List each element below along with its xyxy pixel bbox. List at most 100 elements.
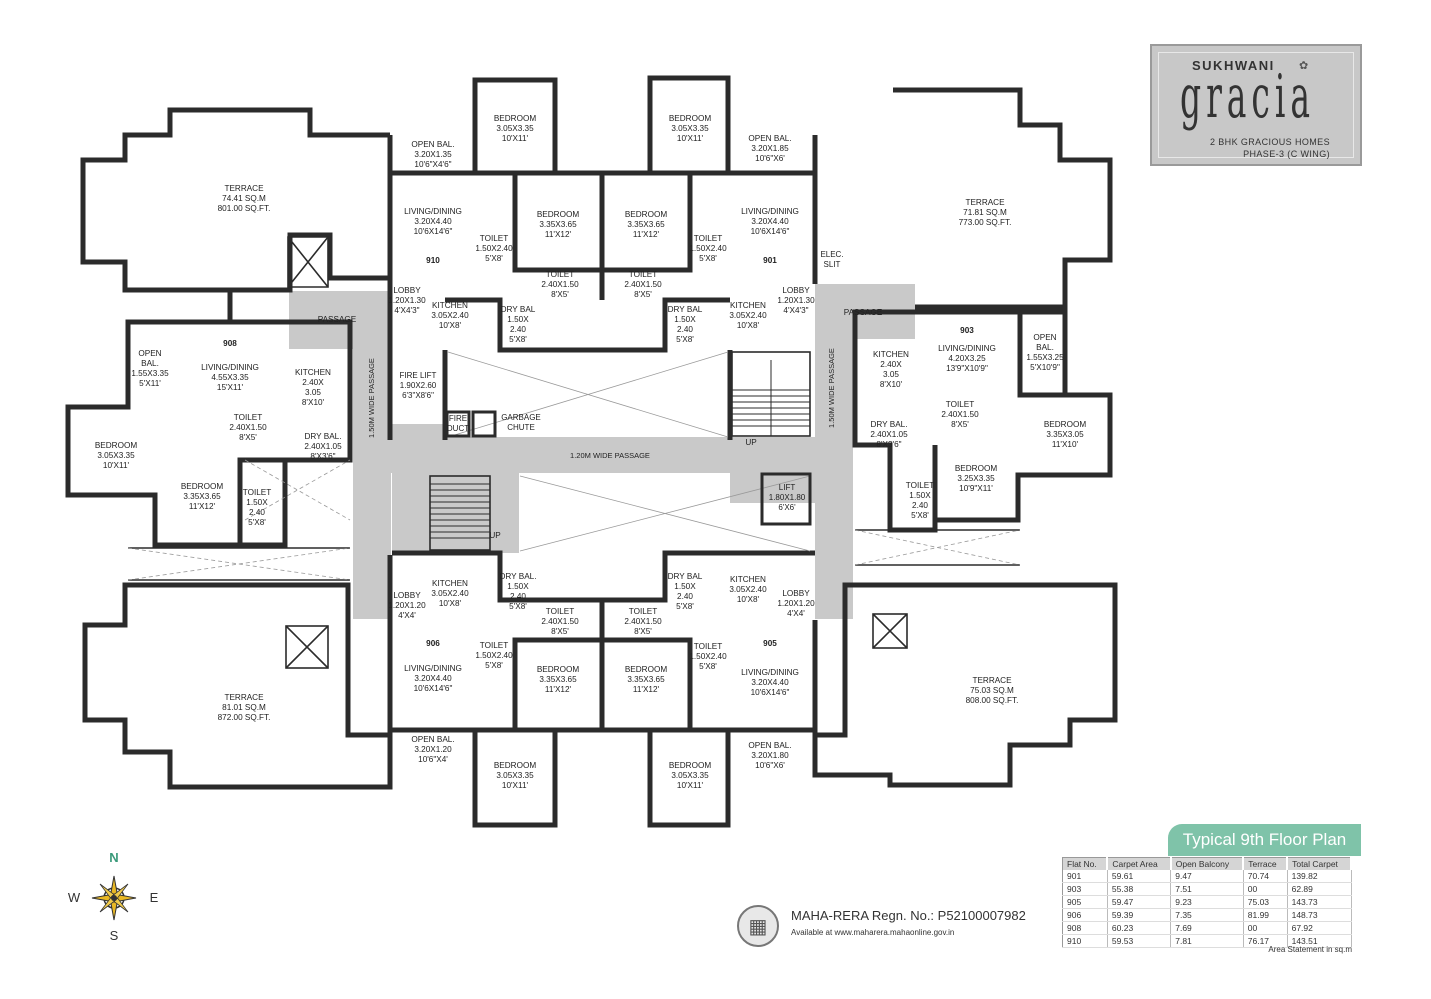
- table-header: Flat No.: [1062, 857, 1109, 870]
- table-cell: 59.39: [1107, 908, 1172, 922]
- svg-text:910: 910: [426, 256, 440, 265]
- table-cell: 9.23: [1170, 895, 1244, 909]
- table-cell: 901: [1062, 870, 1108, 883]
- window-lines: [128, 236, 1020, 669]
- svg-text:906: 906: [426, 639, 440, 648]
- table-cell: 148.73: [1287, 908, 1352, 922]
- core-labels: PASSAGE PASSAGE 1.20M WIDE PASSAGE 1.50M…: [318, 308, 883, 540]
- table-cell: 7.51: [1170, 882, 1244, 896]
- table-header: Total Carpet: [1287, 857, 1352, 870]
- svg-text:908: 908: [223, 339, 237, 348]
- table-cell: 67.92: [1287, 921, 1352, 935]
- table-cell: 60.23: [1107, 921, 1172, 935]
- walls: [65, 75, 1118, 828]
- table-cell: 9.47: [1170, 870, 1244, 883]
- svg-text:1.50M WIDE PASSAGE: 1.50M WIDE PASSAGE: [367, 358, 376, 438]
- table-cell: 75.03: [1243, 895, 1288, 909]
- table-header: Carpet Area: [1107, 857, 1172, 870]
- table-cell: 908: [1062, 921, 1108, 935]
- table-cell: 62.89: [1287, 882, 1352, 896]
- floor-plan-title: Typical 9th Floor Plan: [1168, 824, 1361, 856]
- table-cell: 76.17: [1243, 934, 1288, 948]
- area-note: Area Statement in sq.m: [1268, 945, 1352, 954]
- circulation-areas: [289, 284, 915, 619]
- table-cell: 903: [1062, 882, 1108, 896]
- table-cell: 139.82: [1287, 870, 1352, 883]
- table-cell: 00: [1243, 921, 1288, 935]
- table-cell: 143.51: [1287, 934, 1352, 948]
- table-header: Open Balcony: [1170, 857, 1245, 870]
- table-cell: 143.73: [1287, 895, 1352, 909]
- table-cell: 59.47: [1107, 895, 1172, 909]
- compass-icon: N S W E: [68, 850, 159, 943]
- svg-text:UP: UP: [489, 531, 501, 540]
- table-cell: 59.61: [1107, 870, 1172, 883]
- table-cell: 59.53: [1107, 934, 1172, 948]
- rera-seal-icon: ▦: [737, 905, 779, 947]
- svg-text:PASSAGE: PASSAGE: [844, 308, 883, 317]
- table-cell: 906: [1062, 908, 1108, 922]
- flower-icon: ✿: [1299, 60, 1309, 72]
- compass-west: W: [68, 890, 81, 905]
- svg-text:UP: UP: [745, 438, 757, 447]
- table-cell: 7.35: [1170, 908, 1244, 922]
- svg-text:901: 901: [763, 256, 777, 265]
- svg-text:903: 903: [960, 326, 974, 335]
- brand-name: SUKHWANI: [1192, 58, 1275, 73]
- table-cell: 70.74: [1243, 870, 1288, 883]
- table-cell: 81.99: [1243, 908, 1288, 922]
- logo-tagline: 2 BHK GRACIOUS HOMES PHASE-3 (C WING): [1209, 137, 1330, 159]
- rera-registration: MAHA-RERA Regn. No.: P52100007982: [791, 908, 1026, 923]
- table-cell: 910: [1062, 934, 1108, 948]
- project-name: gracia: [1180, 62, 1315, 132]
- svg-text:1.50M WIDE PASSAGE: 1.50M WIDE PASSAGE: [827, 348, 836, 428]
- table-cell: 7.69: [1170, 921, 1244, 935]
- rera-website: Available at www.maharera.mahaonline.gov…: [791, 928, 955, 937]
- core-label-elec: ELEC.SLIT: [820, 250, 843, 269]
